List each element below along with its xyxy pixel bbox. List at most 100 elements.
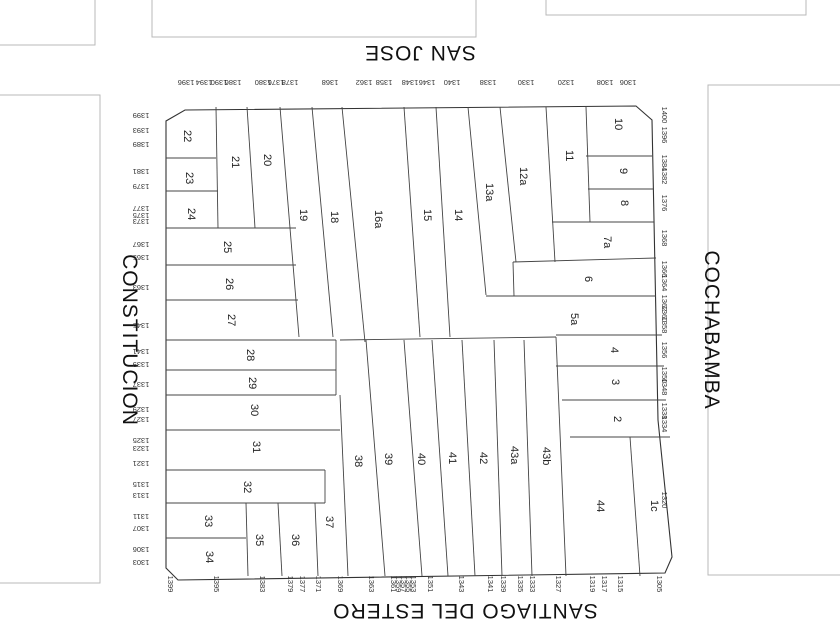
door-number: 1327 <box>554 576 563 593</box>
door-number: 1376 <box>268 78 285 87</box>
lot-label: 13a <box>483 183 495 202</box>
door-number: 1327 <box>133 415 150 424</box>
door-number: 1345 <box>133 321 150 330</box>
lot-label: 43b <box>540 447 552 465</box>
door-number: 1399 <box>133 111 150 120</box>
door-number: 1378 <box>282 78 299 87</box>
door-number: 1319 <box>588 576 597 593</box>
lot-label: 32 <box>241 481 253 493</box>
door-number: 1338 <box>480 78 497 87</box>
door-number: 1363 <box>367 576 376 593</box>
lot-label: 29 <box>246 377 258 389</box>
door-number: 1360 <box>660 306 669 323</box>
door-number: 1379 <box>286 576 295 593</box>
door-number: 1355 <box>404 576 413 593</box>
door-number: 1376 <box>660 195 669 212</box>
door-number: 1395 <box>212 576 221 593</box>
door-number: 1320 <box>558 78 575 87</box>
door-number: 1384 <box>660 155 669 172</box>
door-number: 1350 <box>660 367 669 384</box>
door-number: 1400 <box>660 107 669 124</box>
lot-label: 12a <box>517 167 529 186</box>
street-south: SANTIAGO DEL ESTERO <box>332 599 598 622</box>
door-number: 1315 <box>133 480 150 489</box>
lot-label: 1c <box>648 500 660 512</box>
lot-label: 8 <box>618 200 630 206</box>
door-number: 1348 <box>660 379 669 396</box>
lot-label: 19 <box>297 209 309 221</box>
door-number: 1343 <box>457 576 466 593</box>
door-number: 1315 <box>616 576 625 593</box>
door-number: 1389 <box>133 140 150 149</box>
door-number: 1340 <box>444 78 461 87</box>
door-number: 1317 <box>600 576 609 593</box>
door-number: 1358 <box>660 317 669 334</box>
door-number: 1307 <box>133 524 150 533</box>
door-number: 1346 <box>419 78 436 87</box>
lot-label: 9 <box>617 168 629 174</box>
door-number: 1337 <box>133 380 150 389</box>
door-number: 1383 <box>258 576 267 593</box>
door-number: 1306 <box>620 78 637 87</box>
lot-label: 10 <box>612 118 624 130</box>
lot-label: 16a <box>372 210 384 229</box>
door-number: 1338 <box>660 403 669 420</box>
door-number: 1375 <box>133 211 150 220</box>
door-number: 1369 <box>336 576 345 593</box>
lot-label: 26 <box>223 278 235 290</box>
door-number: 1382 <box>660 168 669 185</box>
door-number: 1381 <box>133 167 150 176</box>
neighbor-blocks <box>0 0 840 584</box>
lot-label: 34 <box>203 551 215 563</box>
lot-label: 41 <box>446 452 458 464</box>
door-number: 1334 <box>660 416 669 433</box>
door-number: 1359 <box>394 576 403 593</box>
lot-label: 42 <box>477 452 489 464</box>
lot-label: 35 <box>253 534 265 546</box>
lot-label: 33 <box>202 515 214 527</box>
lot-labels: 22 23 24 21 20 19 18 16a 15 14 13a 12a 1… <box>181 118 660 563</box>
lot-label: 43a <box>508 446 520 465</box>
door-number: 1339 <box>499 576 508 593</box>
door-number: 1367 <box>133 240 150 249</box>
door-number: 1339 <box>133 360 150 369</box>
door-number: 1353 <box>409 576 418 593</box>
lot-label: 27 <box>225 314 237 326</box>
street-east: COCHABAMBA <box>700 250 723 409</box>
door-number: 1362 <box>356 78 373 87</box>
street-west: CONSTITUCION <box>118 254 141 426</box>
door-number: 1368 <box>660 230 669 247</box>
lot-label: 5a <box>568 313 580 326</box>
door-number: 1351 <box>426 576 435 593</box>
lot-label: 31 <box>250 441 262 453</box>
door-number: 1348 <box>402 78 419 87</box>
lot-label: 15 <box>421 209 433 221</box>
door-number: 1323 <box>133 444 150 453</box>
door-numbers-east: 1400139613841382137613681366136413621360… <box>660 107 669 509</box>
lot-label: 40 <box>415 453 427 465</box>
door-number: 1365 <box>133 253 150 262</box>
lot-label: 24 <box>185 208 197 220</box>
door-number: 1368 <box>322 78 339 87</box>
lot-label: 39 <box>382 453 394 465</box>
door-number: 1333 <box>528 576 537 593</box>
door-number: 1306 <box>133 545 150 554</box>
door-number: 1393 <box>133 126 150 135</box>
door-number: 1371 <box>314 576 323 593</box>
door-number: 1325 <box>133 436 150 445</box>
door-number: 1356 <box>660 342 669 359</box>
street-north: SAN JOSE <box>364 41 476 64</box>
lot-label: 3 <box>609 379 621 385</box>
block-outline <box>165 105 673 581</box>
door-number: 1311 <box>133 512 149 521</box>
door-number: 1377 <box>133 204 150 213</box>
door-number: 1377 <box>298 576 307 593</box>
door-number: 1394 <box>196 78 213 87</box>
lot-lines <box>166 106 670 577</box>
door-number: 1373 <box>133 217 150 226</box>
lot-label: 30 <box>248 404 260 416</box>
lot-label: 20 <box>261 154 273 166</box>
lot-label: 38 <box>352 455 364 467</box>
